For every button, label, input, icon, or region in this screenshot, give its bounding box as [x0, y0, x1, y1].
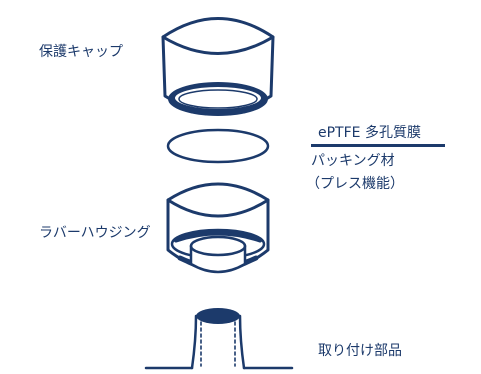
- press-function-label: （プレス機能）: [306, 176, 404, 192]
- mounting-part-label: 取り付け部品: [318, 343, 402, 359]
- packing-label: パッキング材: [311, 153, 395, 169]
- label-underline: [311, 144, 445, 147]
- membrane-ring: [166, 128, 270, 164]
- membrane-label: ePTFE 多孔質膜: [318, 125, 421, 141]
- protective-cap-label: 保護キャップ: [39, 44, 123, 60]
- protective-cap: [161, 17, 275, 116]
- mounting-part: [144, 308, 294, 370]
- rubber-housing-label: ラバーハウジング: [39, 225, 151, 241]
- rubber-housing: [166, 182, 270, 274]
